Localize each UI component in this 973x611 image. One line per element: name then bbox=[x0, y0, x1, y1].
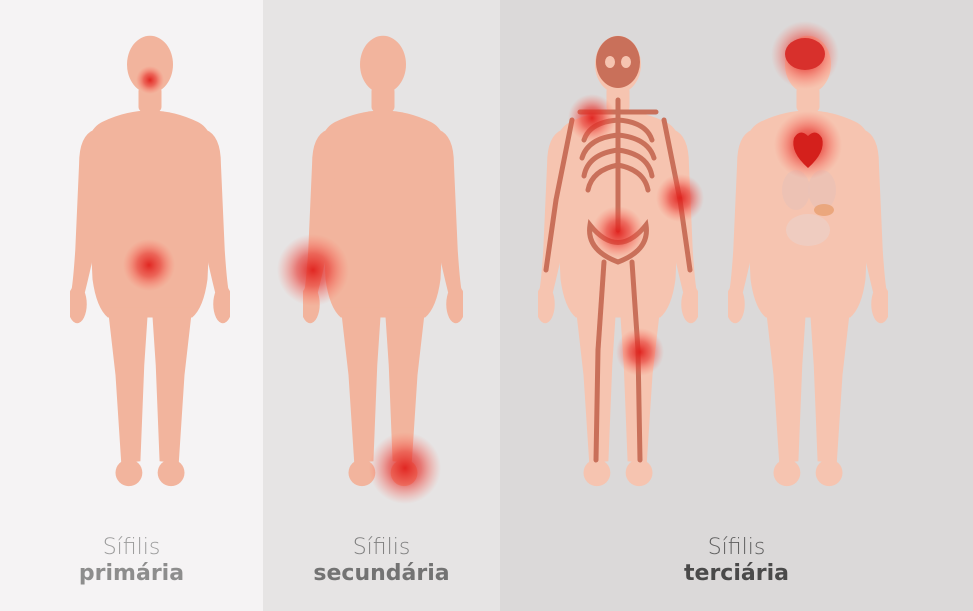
label-title: Sífilis bbox=[352, 535, 411, 560]
lesion-hand bbox=[277, 234, 349, 306]
panel-secondary: Sífilis secundária bbox=[263, 0, 500, 611]
lesion-foot bbox=[369, 432, 441, 504]
organ-figure bbox=[728, 21, 888, 487]
body-figures-tertiary bbox=[538, 21, 888, 487]
label-stage: terciária bbox=[684, 561, 789, 586]
label-title: Sífilis bbox=[707, 535, 766, 560]
lesion-pelvis bbox=[592, 206, 644, 258]
label-primary: Sífilis primária bbox=[0, 535, 263, 587]
label-title: Sífilis bbox=[102, 535, 161, 560]
lesion-mouth bbox=[136, 66, 164, 94]
heart-icon bbox=[793, 132, 823, 168]
skeleton-figure bbox=[538, 35, 704, 487]
lesion-knee bbox=[616, 328, 664, 376]
body-figure-primary bbox=[70, 35, 230, 487]
panel-primary: Sífilis primária bbox=[0, 0, 263, 611]
lesion-elbow bbox=[656, 174, 704, 222]
body-figure-secondary bbox=[277, 35, 463, 504]
brain-icon bbox=[785, 38, 825, 70]
label-stage: secundária bbox=[313, 561, 450, 586]
lesion-shoulder bbox=[568, 94, 616, 142]
label-stage: primária bbox=[78, 561, 185, 586]
lesion-genital bbox=[123, 239, 175, 291]
panel-tertiary: Sífilis terciária bbox=[500, 0, 973, 611]
label-tertiary: Sífilis terciária bbox=[500, 535, 973, 587]
label-secondary: Sífilis secundária bbox=[263, 535, 500, 587]
